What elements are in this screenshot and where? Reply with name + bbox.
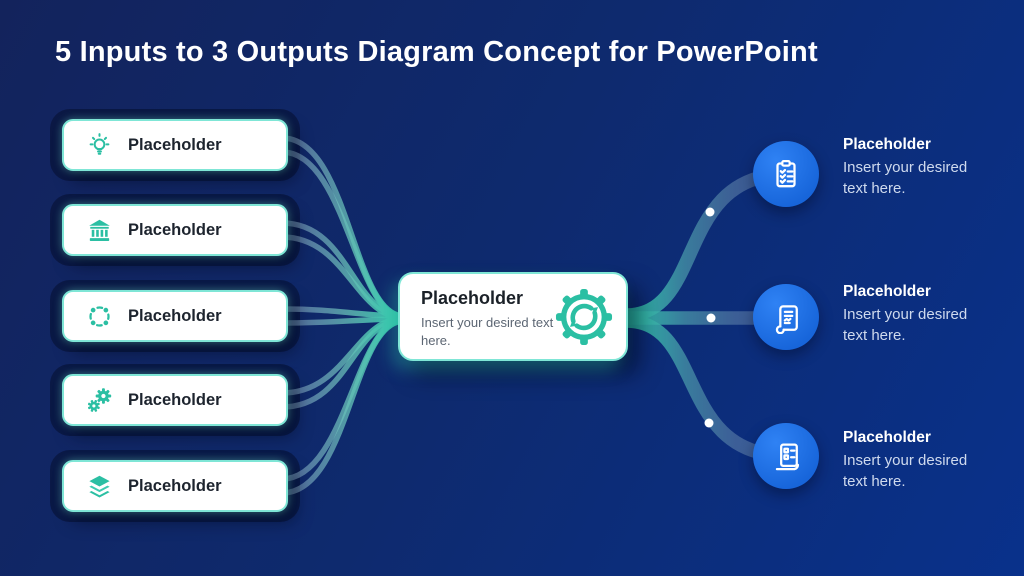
output-circle-1 <box>753 141 819 207</box>
output-title: Placeholder <box>843 283 931 300</box>
output-body: Insert your desired text here. <box>843 306 968 344</box>
output-text-2: Placeholder Insert your desired text her… <box>843 283 981 346</box>
gear-sync-icon <box>555 288 613 345</box>
connector-dot <box>704 207 716 428</box>
output-text-1: Placeholder Insert your desired text her… <box>843 136 981 199</box>
slide-title: 5 Inputs to 3 Outputs Diagram Concept fo… <box>55 36 818 68</box>
layers-icon <box>89 475 110 498</box>
output-title: Placeholder <box>843 429 931 446</box>
bank-icon <box>89 219 110 241</box>
dotted-circle-icon <box>89 305 110 327</box>
input-box-2: Placeholder <box>62 204 288 256</box>
center-box: Placeholder Insert your desired text her… <box>398 272 628 361</box>
form-document-icon <box>775 443 800 471</box>
scroll-document-icon <box>775 305 798 334</box>
input-label: Placeholder <box>128 390 222 409</box>
lightbulb-icon <box>89 132 110 155</box>
center-body: Insert your desired text here. <box>421 315 554 348</box>
input-box-3: Placeholder <box>62 290 288 342</box>
input-box-4: Placeholder <box>62 374 288 426</box>
output-circle-3 <box>753 423 819 489</box>
input-label: Placeholder <box>128 135 222 154</box>
output-body: Insert your desired text here. <box>843 159 968 197</box>
output-circle-2 <box>753 284 819 350</box>
center-title: Placeholder <box>421 288 524 308</box>
input-label: Placeholder <box>128 220 222 239</box>
output-body: Insert your desired text here. <box>843 452 968 490</box>
output-text-3: Placeholder Insert your desired text her… <box>843 429 981 492</box>
input-label: Placeholder <box>128 306 222 325</box>
input-box-1: Placeholder <box>62 119 288 171</box>
input-label: Placeholder <box>128 476 222 495</box>
input-box-5: Placeholder <box>62 460 288 512</box>
output-title: Placeholder <box>843 136 931 153</box>
clipboard-checklist-icon <box>776 159 796 188</box>
gears-icon <box>87 387 112 412</box>
input-connectors <box>279 135 407 496</box>
